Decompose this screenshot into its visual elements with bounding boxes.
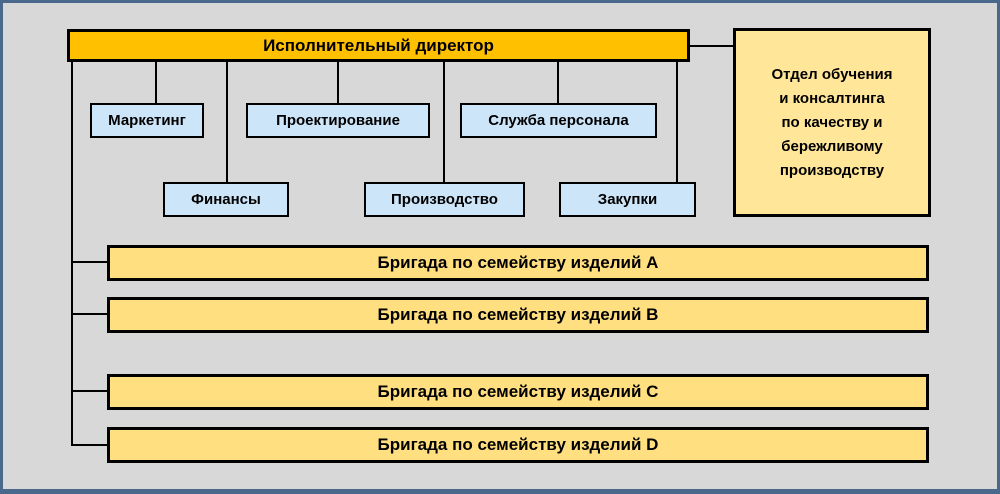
team-label: Бригада по семейству изделий A bbox=[377, 253, 659, 272]
team-label: Бригада по семейству изделий B bbox=[377, 305, 659, 324]
connector-drop-purchasing bbox=[676, 62, 678, 182]
connector-root-to-sidebox bbox=[690, 45, 733, 47]
connector-stub-team-d bbox=[71, 444, 107, 446]
connector-drop-hr bbox=[557, 62, 559, 103]
side-box-line: по качеству и bbox=[781, 113, 883, 131]
dept-box-purchasing: Закупки bbox=[559, 182, 696, 217]
dept-box-production: Производство bbox=[364, 182, 525, 217]
team-label: Бригада по семейству изделий D bbox=[377, 435, 659, 454]
side-box-line: и консалтинга bbox=[779, 89, 885, 107]
connector-stub-team-b bbox=[71, 313, 107, 315]
connector-drop-design bbox=[337, 62, 339, 103]
side-box-line: Отдел обучения bbox=[771, 65, 893, 83]
dept-label: Проектирование bbox=[276, 112, 400, 129]
connector-drop-production bbox=[443, 62, 445, 182]
dept-label: Финансы bbox=[191, 191, 261, 208]
side-box-line: производству bbox=[779, 161, 885, 179]
connector-stub-team-a bbox=[71, 261, 107, 263]
executive-director-label: Исполнительный директор bbox=[263, 35, 494, 55]
training-consulting-dept-box: Отдел обучения и консалтинга по качеству… bbox=[733, 28, 931, 217]
connector-stub-team-c bbox=[71, 390, 107, 392]
team-label: Бригада по семейству изделий C bbox=[377, 382, 659, 401]
dept-box-finance: Финансы bbox=[163, 182, 289, 217]
dept-label: Производство bbox=[391, 191, 498, 208]
connector-spine-teams bbox=[71, 62, 73, 446]
dept-label: Маркетинг bbox=[108, 112, 186, 129]
connector-drop-marketing bbox=[155, 62, 157, 103]
team-bar-b: Бригада по семейству изделий B bbox=[107, 297, 929, 333]
team-bar-a: Бригада по семейству изделий A bbox=[107, 245, 929, 281]
dept-box-hr: Служба персонала bbox=[460, 103, 657, 138]
team-bar-c: Бригада по семейству изделий C bbox=[107, 374, 929, 410]
team-bar-d: Бригада по семейству изделий D bbox=[107, 427, 929, 463]
connector-drop-finance bbox=[226, 62, 228, 182]
side-box-line: бережливому bbox=[781, 137, 883, 155]
dept-label: Закупки bbox=[597, 191, 658, 208]
executive-director-box: Исполнительный директор bbox=[67, 29, 690, 62]
dept-box-design: Проектирование bbox=[246, 103, 430, 138]
dept-label: Служба персонала bbox=[488, 112, 629, 129]
dept-box-marketing: Маркетинг bbox=[90, 103, 204, 138]
